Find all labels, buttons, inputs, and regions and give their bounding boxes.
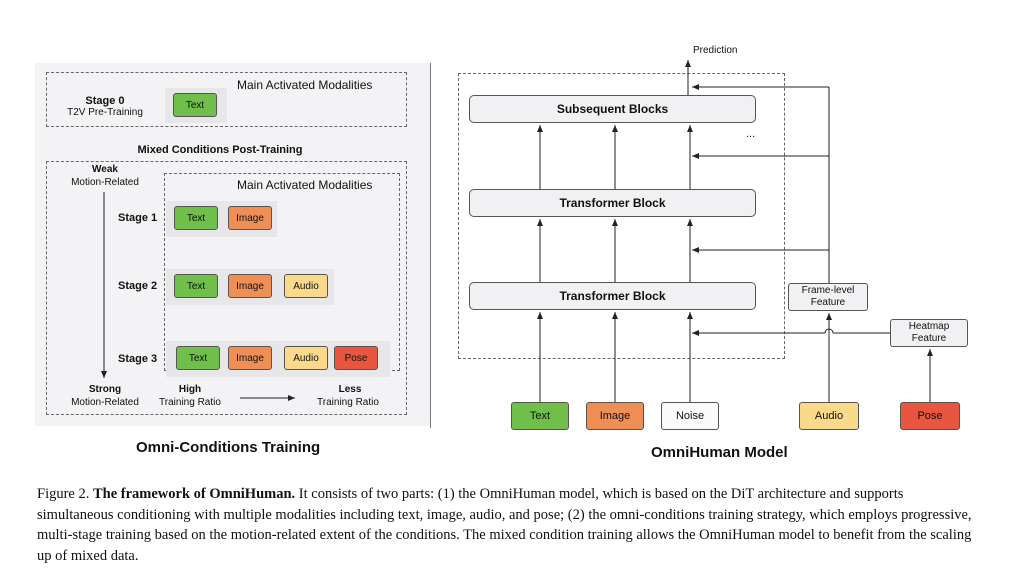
strong-subtitle: Motion-Related — [71, 397, 139, 408]
stage3-label: Stage 3 — [118, 353, 158, 365]
frame-level-feature: Frame-level Feature — [788, 283, 868, 311]
caption-bold: The framework of OmniHuman. — [92, 486, 296, 502]
high-title: High — [178, 384, 202, 395]
stage0-header: Main Activated Modalities — [237, 78, 373, 92]
stage0-subtitle: T2V Pre-Training — [67, 107, 143, 118]
less-subtitle: Training Ratio — [317, 397, 379, 408]
input-pose: Pose — [900, 402, 960, 430]
left-panel-title: Omni-Conditions Training — [136, 439, 321, 456]
stage0-box — [46, 72, 407, 127]
stage1-label: Stage 1 — [118, 212, 158, 224]
subsequent-blocks: Subsequent Blocks — [469, 95, 756, 123]
stage3-pose-chip: Pose — [334, 346, 378, 370]
stage1-text-chip: Text — [174, 206, 218, 230]
mixed-outer-box — [46, 161, 407, 415]
heatmap-feature: Heatmap Feature — [890, 319, 968, 347]
stage3-text-chip: Text — [176, 346, 220, 370]
transformer-block-top: Transformer Block — [469, 189, 756, 217]
input-audio: Audio — [799, 402, 859, 430]
figure-caption: Figure 2. The framework of OmniHuman. It… — [37, 484, 982, 566]
less-title: Less — [338, 384, 362, 395]
stage2-text-chip: Text — [174, 274, 218, 298]
input-noise: Noise — [661, 402, 719, 430]
input-image: Image — [586, 402, 644, 430]
weak-subtitle: Motion-Related — [71, 177, 139, 188]
mixed-header: Main Activated Modalities — [237, 178, 373, 192]
stage0-text-chip: Text — [173, 93, 217, 117]
stage2-audio-chip: Audio — [284, 274, 328, 298]
prediction-label: Prediction — [693, 45, 738, 56]
caption-label: Figure 2. — [37, 486, 90, 502]
ellipsis: ... — [746, 128, 756, 140]
high-subtitle: Training Ratio — [159, 397, 221, 408]
stage3-audio-chip: Audio — [284, 346, 328, 370]
strong-title: Strong — [88, 384, 122, 395]
transformer-block-bottom: Transformer Block — [469, 282, 756, 310]
stage3-image-chip: Image — [228, 346, 272, 370]
stage0-title: Stage 0 — [85, 95, 125, 107]
right-panel-title: OmniHuman Model — [651, 444, 788, 461]
mixed-conditions-title: Mixed Conditions Post-Training — [137, 144, 303, 156]
stage1-image-chip: Image — [228, 206, 272, 230]
stage2-image-chip: Image — [228, 274, 272, 298]
panel-divider — [430, 63, 431, 428]
stage2-label: Stage 2 — [118, 280, 158, 292]
caption-text: It consists of two parts: (1) the OmniHu… — [37, 486, 972, 564]
input-text: Text — [511, 402, 569, 430]
model-box — [458, 73, 785, 359]
weak-title: Weak — [92, 164, 118, 175]
